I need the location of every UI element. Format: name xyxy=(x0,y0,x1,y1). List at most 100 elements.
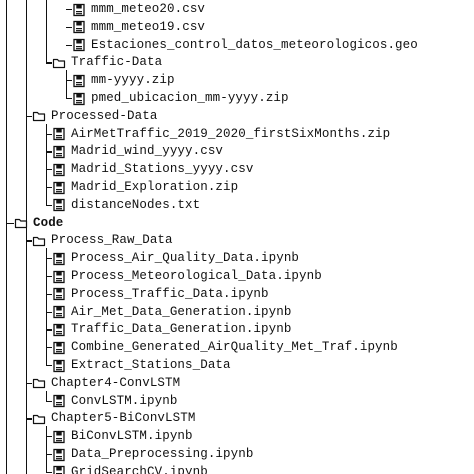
tree-connector-line xyxy=(66,98,72,100)
folder-icon xyxy=(14,216,28,230)
tree-item-label: Traffic_Data_Generation.ipynb xyxy=(71,322,292,337)
file-icon xyxy=(52,341,66,355)
file-madrid-exploration-zip[interactable]: Madrid_Exploration.zip xyxy=(52,179,238,196)
file-process-air-quality-data-ipynb[interactable]: Process_Air_Quality_Data.ipynb xyxy=(52,250,299,267)
tree-connector-line xyxy=(26,382,32,384)
file-icon xyxy=(72,20,86,34)
tree-item-label: mmm_meteo19.csv xyxy=(91,19,206,34)
file-mm-yyyy-zip[interactable]: mm-yyyy.zip xyxy=(72,72,175,89)
tree-connector-line xyxy=(46,365,52,367)
tree-item-label: Chapter5-BiConvLSTM xyxy=(51,411,196,426)
tree-connector-line xyxy=(46,436,52,438)
tree-item-label: ConvLSTM.ipynb xyxy=(71,393,178,408)
file-icon xyxy=(72,74,86,88)
file-icon xyxy=(52,287,66,301)
file-icon xyxy=(52,270,66,284)
file-airmettraffic-2019-2020-firstsixmonths-zip[interactable]: AirMetTraffic_2019_2020_firstSixMonths.z… xyxy=(52,126,390,143)
tree-connector-line xyxy=(46,276,52,278)
tree-connector-line xyxy=(66,44,72,46)
file-distancenodes-txt[interactable]: distanceNodes.txt xyxy=(52,197,200,214)
tree-connector-line xyxy=(26,230,28,420)
tree-item-label: Madrid_wind_yyyy.csv xyxy=(71,144,224,159)
file-extract-stations-data[interactable]: Extract_Stations_Data xyxy=(52,357,231,374)
file-process-meteorological-data-ipynb[interactable]: Process_Meteorological_Data.ipynb xyxy=(52,268,322,285)
tree-item-label: Madrid_Stations_yyyy.csv xyxy=(71,162,254,177)
tree-item-label: Code xyxy=(33,215,64,230)
tree-connector-line xyxy=(46,347,52,349)
tree-connector-line xyxy=(46,454,52,456)
tree-connector-line xyxy=(66,70,68,99)
folder-processed-data[interactable]: Processed-Data xyxy=(32,108,157,125)
file-icon xyxy=(52,359,66,373)
tree-connector-line xyxy=(46,133,52,135)
folder-icon xyxy=(32,109,46,123)
file-pmed-ubicacion-mm-yyyy-zip[interactable]: pmed_ubicacion_mm-yyyy.zip xyxy=(72,90,289,107)
folder-icon xyxy=(32,234,46,248)
file-air-met-data-generation-ipynb[interactable]: Air_Met_Data_Generation.ipynb xyxy=(52,304,291,321)
tree-connector-line xyxy=(66,26,72,28)
file-mmm-meteo19-csv[interactable]: mmm_meteo19.csv xyxy=(72,19,205,36)
tree-item-label: GridSearchCV.ipynb xyxy=(71,464,208,474)
file-icon xyxy=(52,198,66,212)
tree-connector-line xyxy=(66,9,72,11)
file-icon xyxy=(52,465,66,474)
tree-item-label: Processed-Data xyxy=(51,108,158,123)
tree-item-label: Estaciones_control_datos_meteorologicos.… xyxy=(91,37,418,52)
tree-item-label: mmm_meteo20.csv xyxy=(91,2,206,16)
file-icon xyxy=(72,92,86,106)
tree-item-label: Process_Traffic_Data.ipynb xyxy=(71,286,269,301)
file-icon xyxy=(52,127,66,141)
tree-item-label: pmed_ubicacion_mm-yyyy.zip xyxy=(91,91,289,105)
file-icon xyxy=(72,3,86,17)
tree-connector-line xyxy=(46,0,48,63)
tree-connector-line xyxy=(26,115,32,117)
tree-connector-line xyxy=(6,222,14,224)
tree-connector-line xyxy=(46,62,52,64)
tree-item-label: Traffic-Data xyxy=(71,55,163,70)
folder-process-raw-data[interactable]: Process_Raw_Data xyxy=(32,232,173,249)
tree-connector-line xyxy=(46,400,52,402)
file-combine-generated-airquality-met-traf-ipynb[interactable]: Combine_Generated_AirQuality_Met_Traf.ip… xyxy=(52,339,398,356)
file-icon xyxy=(52,252,66,266)
tree-item-label: Extract_Stations_Data xyxy=(71,358,231,372)
file-mmm-meteo20-csv[interactable]: mmm_meteo20.csv xyxy=(72,1,205,18)
folder-traffic-data[interactable]: Traffic-Data xyxy=(52,54,162,71)
tree-connector-line xyxy=(46,187,52,189)
folder-chapter4-convlstm[interactable]: Chapter4-ConvLSTM xyxy=(32,375,180,392)
tree-item-label: Process_Air_Quality_Data.ipynb xyxy=(71,251,300,266)
tree-connector-line xyxy=(46,471,52,473)
tree-item-label: BiConvLSTM.ipynb xyxy=(71,429,193,444)
folder-icon xyxy=(52,56,66,70)
tree-item-label: Combine_Generated_AirQuality_Met_Traf.ip… xyxy=(71,340,398,355)
tree-item-label: Data_Preprocessing.ipynb xyxy=(71,447,254,461)
file-icon xyxy=(52,430,66,444)
file-process-traffic-data-ipynb[interactable]: Process_Traffic_Data.ipynb xyxy=(52,286,269,303)
tree-connector-line xyxy=(46,329,52,331)
tree-item-label: AirMetTraffic_2019_2020_firstSixMonths.z… xyxy=(71,126,391,141)
file-convlstm-ipynb[interactable]: ConvLSTM.ipynb xyxy=(52,393,177,410)
tree-item-label: Madrid_Exploration.zip xyxy=(71,180,239,194)
folder-code[interactable]: Code xyxy=(14,215,63,232)
file-icon xyxy=(52,145,66,159)
folder-icon xyxy=(32,376,46,390)
file-gridsearchcv-ipynb[interactable]: GridSearchCV.ipynb xyxy=(52,464,208,474)
tree-connector-line xyxy=(46,204,52,206)
folder-chapter5-biconvlstm[interactable]: Chapter5-BiConvLSTM xyxy=(32,410,195,427)
file-estaciones-control-datos-meteorologicos-geo[interactable]: Estaciones_control_datos_meteorologicos.… xyxy=(72,37,418,54)
file-icon xyxy=(52,181,66,195)
tree-connector-line xyxy=(46,169,52,171)
folder-icon xyxy=(32,412,46,426)
file-biconvlstm-ipynb[interactable]: BiConvLSTM.ipynb xyxy=(52,428,193,445)
tree-connector-line xyxy=(66,80,72,82)
file-traffic-data-generation-ipynb[interactable]: Traffic_Data_Generation.ipynb xyxy=(52,321,291,338)
tree-item-label: Chapter4-ConvLSTM xyxy=(51,375,181,390)
file-madrid-wind-yyyy-csv[interactable]: Madrid_wind_yyyy.csv xyxy=(52,143,223,160)
file-icon xyxy=(52,323,66,337)
file-icon xyxy=(52,163,66,177)
tree-connector-line xyxy=(46,426,48,473)
file-data-preprocessing-ipynb[interactable]: Data_Preprocessing.ipynb xyxy=(52,446,253,463)
file-madrid-stations-yyyy-csv[interactable]: Madrid_Stations_yyyy.csv xyxy=(52,161,253,178)
tree-connector-line xyxy=(26,418,32,420)
file-icon xyxy=(72,38,86,52)
